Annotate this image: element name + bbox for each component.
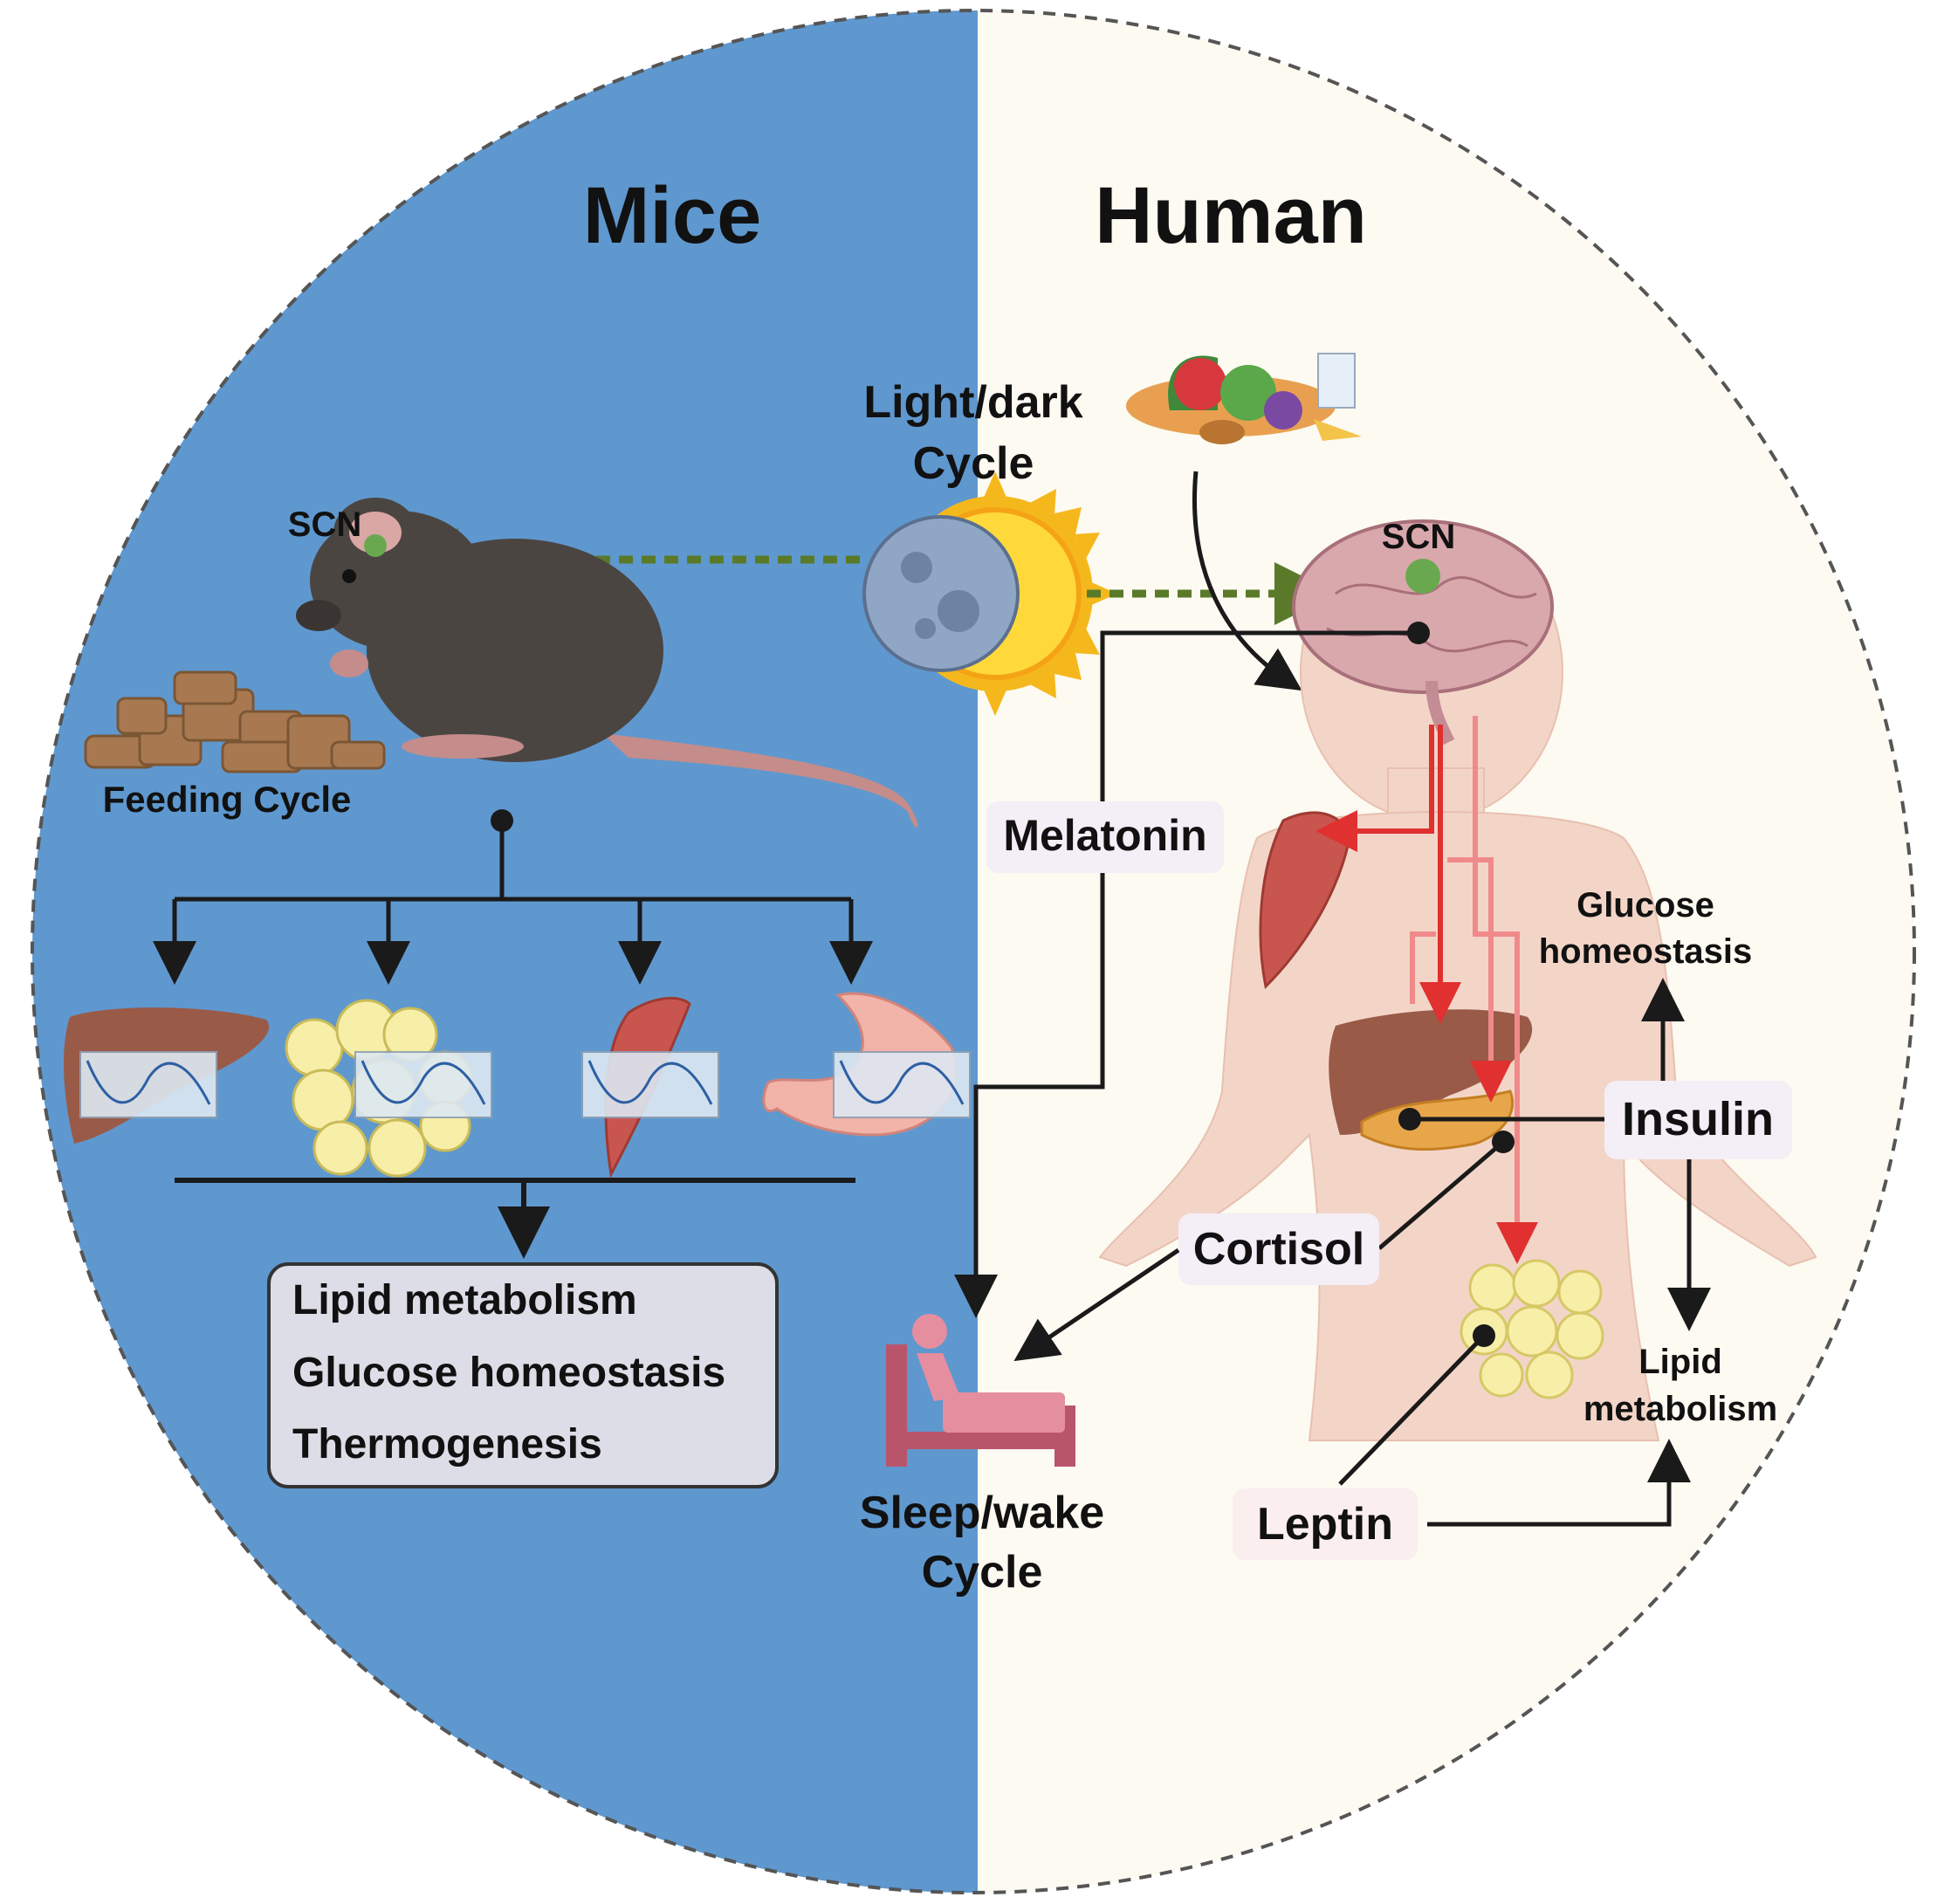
cortisol-to-sleep-arrow: [1013, 1248, 1180, 1362]
outer-dashed-circle: [31, 9, 1916, 1894]
mouse-rhythm-boxes: [79, 1051, 971, 1118]
mice-title: Mice: [583, 171, 762, 260]
mouse-outcome-thermo: Thermogenesis: [292, 1421, 602, 1468]
melatonin-arrow: [954, 622, 1430, 1318]
food-pellets-icon: [84, 670, 386, 773]
cortisol-label-bg: [1178, 1213, 1379, 1285]
mouse-scn-label: SCN: [288, 505, 361, 544]
rhythm-box-muscle: [581, 1051, 719, 1118]
human-scn-label: SCN: [1382, 518, 1455, 556]
human-fat-icon: [1460, 1259, 1604, 1399]
melatonin-label-bg: [986, 801, 1224, 873]
mice-background: [32, 10, 978, 1893]
melatonin-label: Melatonin: [1003, 811, 1206, 860]
rhythm-box-fat: [354, 1051, 492, 1118]
bed-icon: [886, 1314, 1075, 1467]
sleep-wake-label-line1: Sleep/wake: [860, 1488, 1104, 1538]
insulin-label: Insulin: [1622, 1093, 1774, 1145]
mouse-scn-dot: [364, 534, 387, 557]
rhythm-box-liver: [79, 1051, 217, 1118]
moon-icon: [862, 515, 1020, 672]
mouse-outcomes-box: [267, 1262, 779, 1488]
sleep-wake-label-line2: Cycle: [922, 1547, 1043, 1598]
leptin-label-bg: [1233, 1488, 1418, 1560]
mouse-outcome-glucose: Glucose homeostasis: [292, 1350, 725, 1396]
light-dark-label-line1: Light/dark: [863, 377, 1082, 428]
human-scn-dot: [1405, 559, 1440, 594]
rhythm-box-stomach: [833, 1051, 971, 1118]
glucose-label-line2: homeostasis: [1539, 932, 1753, 971]
feeding-cycle-label: Feeding Cycle: [103, 779, 352, 820]
lipid-label-line1: Lipid: [1638, 1343, 1722, 1381]
human-title: Human: [1095, 171, 1367, 260]
light-dark-label-line2: Cycle: [913, 438, 1034, 489]
glucose-label-line1: Glucose: [1576, 886, 1714, 925]
leptin-to-lipid-arrow: [1427, 1439, 1691, 1527]
mouse-outcome-lipid: Lipid metabolism: [292, 1277, 637, 1323]
food-basket-icon: [1126, 353, 1362, 444]
mouse-illustration: [296, 498, 918, 828]
insulin-label-bg: [1604, 1081, 1792, 1159]
leptin-label: Leptin: [1257, 1499, 1393, 1550]
mouse-outcome-connector: [175, 1178, 855, 1259]
mouse-tree-connector: [153, 809, 873, 985]
lipid-label-line2: metabolism: [1583, 1390, 1777, 1428]
leptin-fat-connector: [1338, 1324, 1495, 1486]
cortisol-label: Cortisol: [1193, 1224, 1364, 1275]
cortisol-adrenal-connector: [1377, 1131, 1515, 1250]
